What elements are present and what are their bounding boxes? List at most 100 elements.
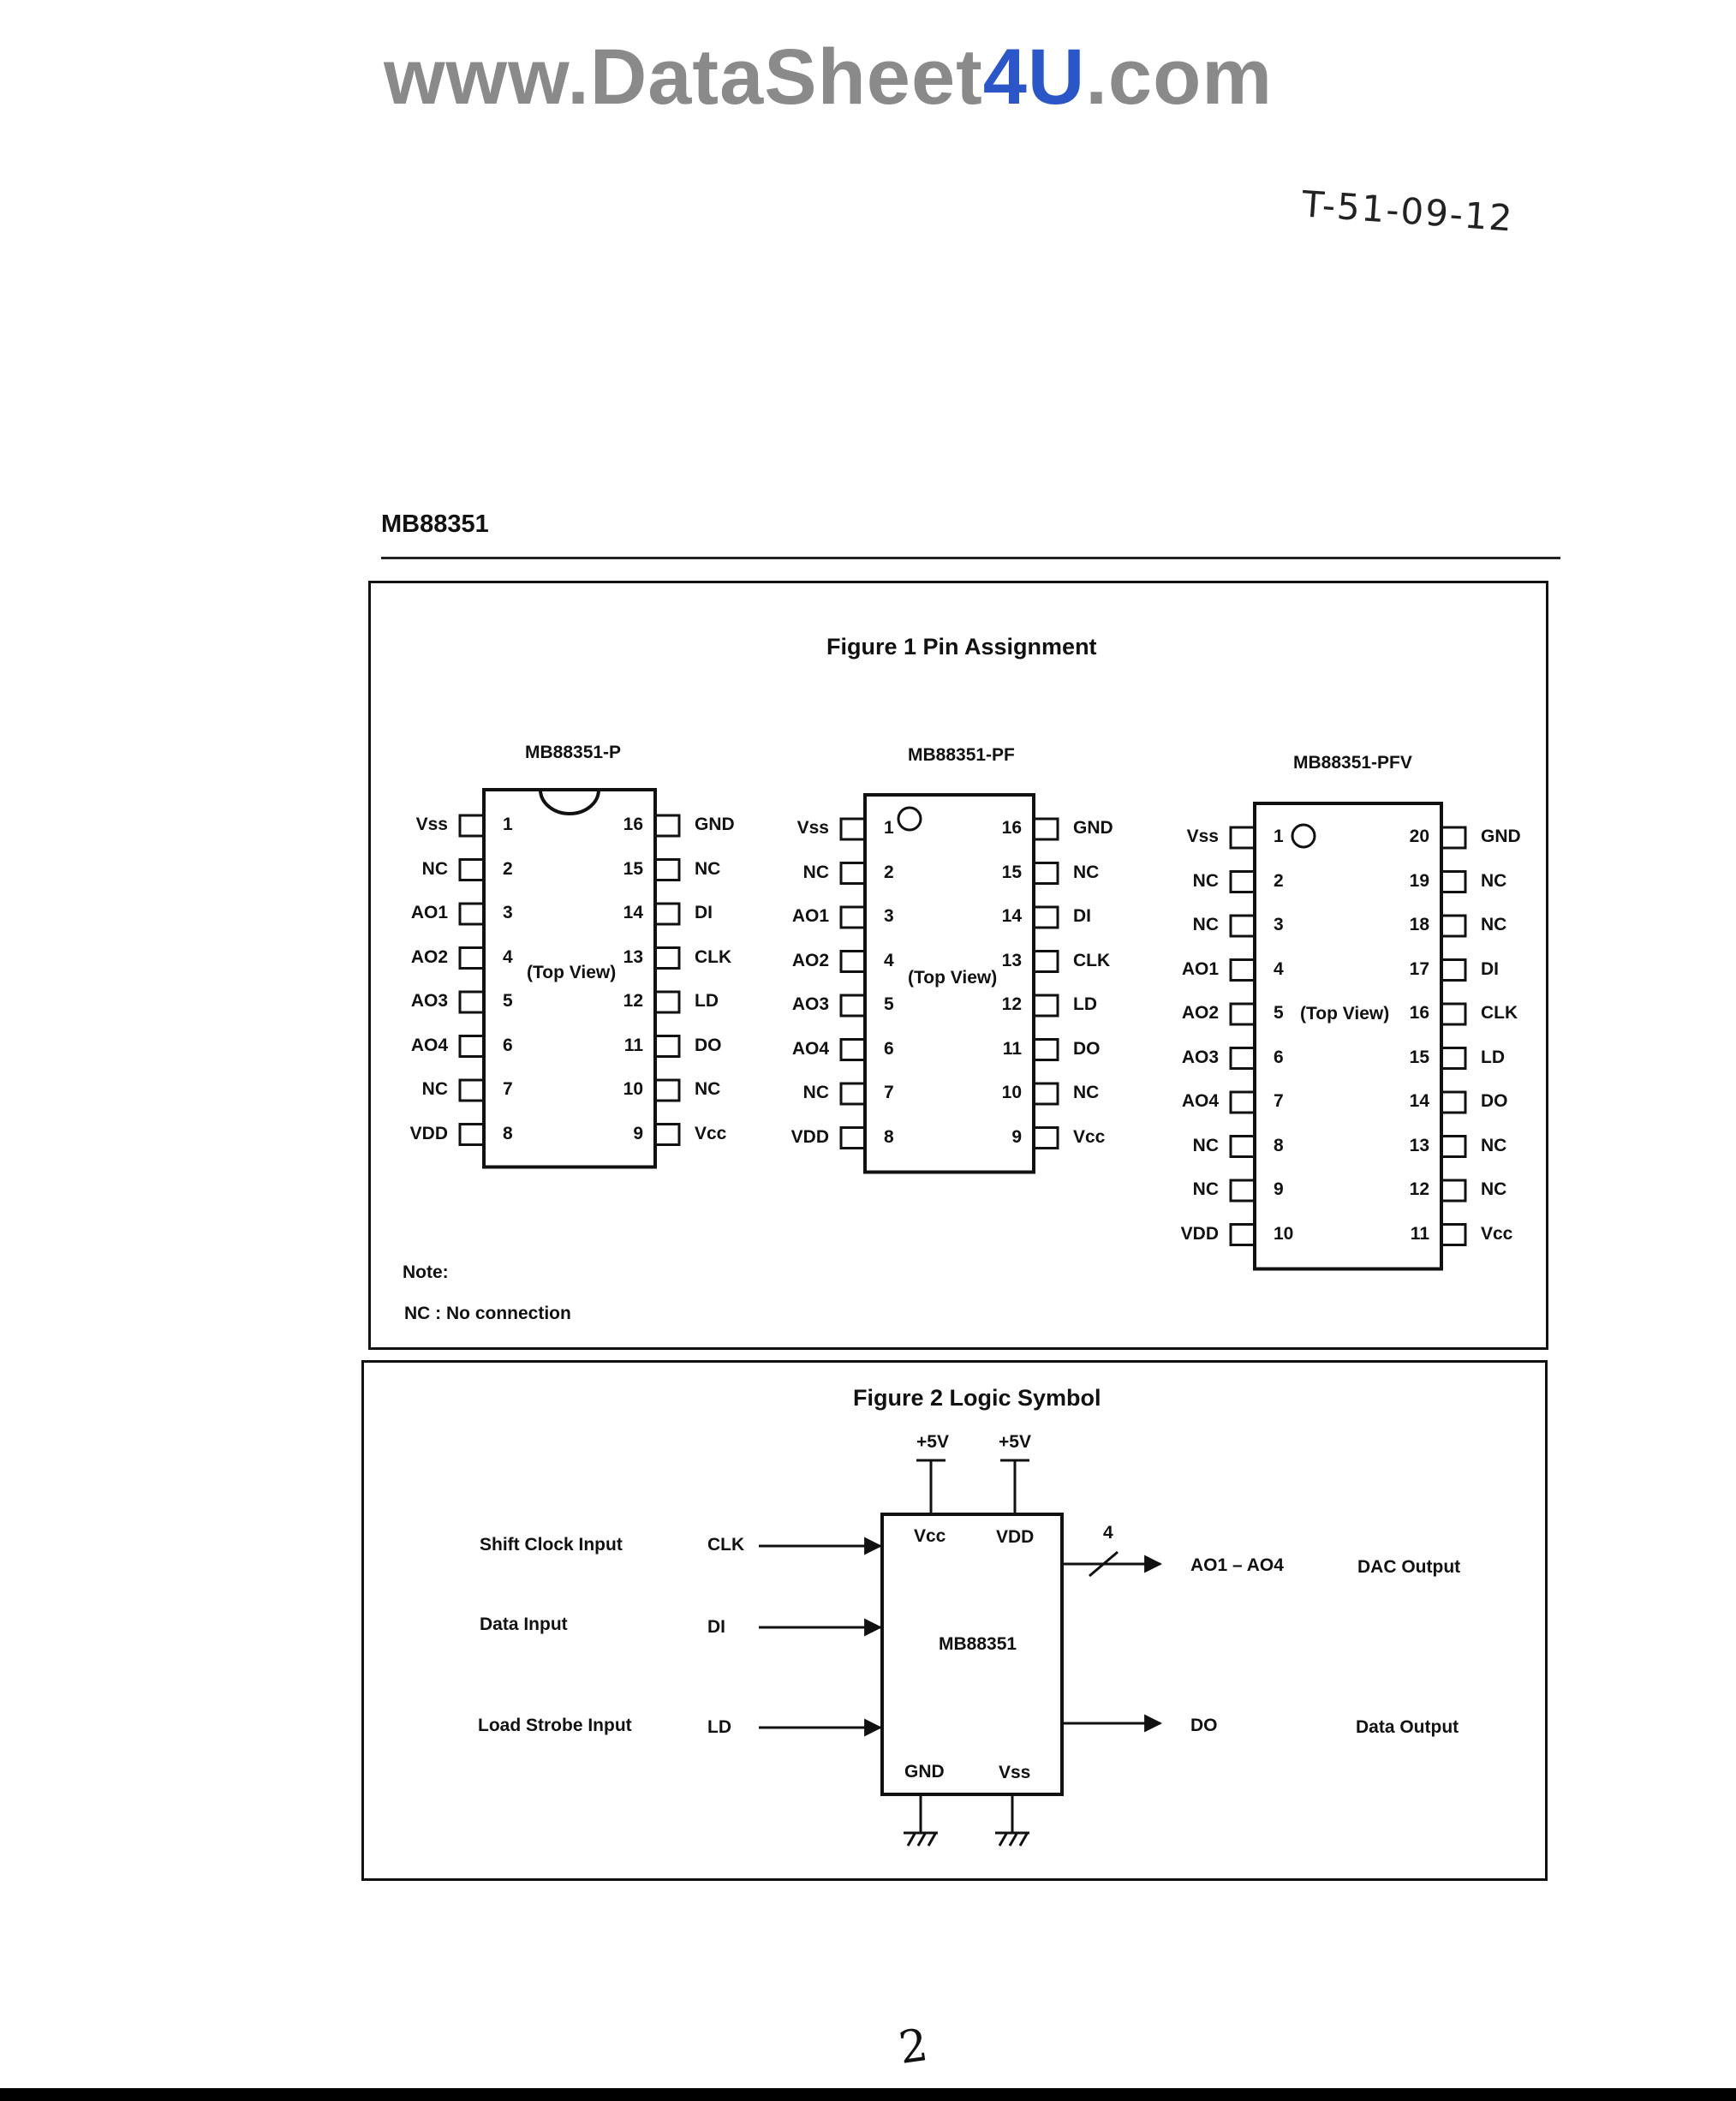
pin-stub <box>1441 870 1467 893</box>
pin-number-right: 16 <box>1409 1003 1429 1023</box>
pin-number-right: 15 <box>623 858 643 879</box>
figure2-frame <box>361 1360 1548 1881</box>
pin-number-left: 1 <box>884 818 894 838</box>
pin-stub <box>1229 826 1255 850</box>
pin-signal-left: VDD <box>1180 1223 1219 1244</box>
pin-signal-right: NC <box>1073 1083 1100 1102</box>
pin-stub <box>839 862 865 885</box>
pin-number-left: 2 <box>884 862 894 882</box>
pin-signal-right: GND <box>1481 827 1521 846</box>
pin-signal-right: LD <box>1073 994 1097 1014</box>
pin-number-right: 10 <box>623 1079 643 1099</box>
pin-stub <box>839 1082 865 1106</box>
pin-stub <box>458 946 484 970</box>
pin-stub <box>655 1035 681 1058</box>
pin-stub <box>1034 950 1059 973</box>
pin-number-right: 15 <box>1409 1047 1429 1067</box>
pin-number-right: 11 <box>623 1035 643 1055</box>
output-desc-dac: DAC Output <box>1357 1557 1461 1577</box>
pin-number-left: 7 <box>503 1079 513 1099</box>
pin-stub <box>1229 870 1255 893</box>
pin-stub <box>458 990 484 1014</box>
pin-stub <box>458 902 484 926</box>
pin-number-left: 5 <box>503 991 513 1011</box>
pin1-marker <box>897 806 922 832</box>
pin-number-right: 14 <box>1001 906 1022 926</box>
pin-stub <box>1229 1135 1255 1158</box>
pin-number-right: 20 <box>1409 827 1429 846</box>
pin-stub <box>1441 1047 1467 1070</box>
pin-stub <box>655 902 681 926</box>
pin-stub <box>1441 914 1467 938</box>
pin-stub <box>1034 1082 1059 1106</box>
bus-slash <box>1089 1550 1119 1578</box>
pin-signal-left: Vss <box>796 818 829 838</box>
pin-signal-left: AO1 <box>791 906 829 926</box>
pin-signal-right: LD <box>1481 1047 1505 1067</box>
pin-stub <box>839 1126 865 1149</box>
pin-number-right: 17 <box>1409 958 1429 979</box>
pin-number-left: 3 <box>884 906 894 926</box>
pin-stub <box>1229 1179 1255 1203</box>
pin-stub <box>655 858 681 881</box>
scan-bottom-edge <box>0 2088 1736 2101</box>
pin-signal-right: NC <box>1481 1135 1507 1155</box>
pin-signal-right: NC <box>695 858 721 879</box>
pin-stub <box>1441 1002 1467 1026</box>
pin-signal-right: DI <box>1481 958 1499 979</box>
pin-number-left: 10 <box>1274 1223 1294 1244</box>
input-pin-ld: LD <box>707 1717 731 1737</box>
pin-stub <box>655 814 681 838</box>
pin-stub <box>1441 958 1467 982</box>
pin-number-left: 4 <box>1274 958 1284 979</box>
pin-number-left: 7 <box>1274 1091 1284 1111</box>
pin-stub <box>839 1038 865 1061</box>
logic-chip-body <box>880 1513 1064 1796</box>
supply-label-2: +5V <box>999 1432 1031 1452</box>
pin-number-right: 9 <box>1011 1126 1022 1147</box>
pin-signal-right: GND <box>695 815 735 834</box>
chip-pin-vdd: VDD <box>996 1527 1035 1547</box>
chip-pin-vss: Vss <box>999 1763 1031 1782</box>
pin-signal-left: AO2 <box>1181 1003 1219 1023</box>
pin-number-right: 9 <box>633 1123 643 1143</box>
pin-signal-left: AO3 <box>410 991 448 1011</box>
package-body-2 <box>1253 802 1443 1271</box>
input-desc-ld: Load Strobe Input <box>478 1716 632 1735</box>
package-name-2: MB88351-PFV <box>1293 753 1412 773</box>
pin-number-left: 1 <box>1274 827 1284 846</box>
pin-number-left: 3 <box>503 903 513 922</box>
pin-stub <box>655 946 681 970</box>
pin-stub <box>1229 1002 1255 1026</box>
gnd-ground-symbol <box>904 1794 938 1847</box>
pin-stub <box>1441 1135 1467 1158</box>
pin1-marker <box>1291 823 1316 849</box>
input-desc-di: Data Input <box>480 1615 568 1634</box>
pin-signal-left: NC <box>1192 1135 1219 1155</box>
input-pin-clk: CLK <box>707 1535 745 1555</box>
pin-number-left: 3 <box>1274 915 1284 934</box>
pin-signal-right: CLK <box>1073 950 1111 970</box>
pin-signal-left: NC <box>1192 1179 1219 1199</box>
pin-signal-right: LD <box>695 991 719 1011</box>
input-pin-di: DI <box>707 1617 725 1637</box>
pin-signal-right: DO <box>1481 1091 1508 1111</box>
pin-number-right: 11 <box>1002 1038 1022 1059</box>
pin-number-right: 15 <box>1001 862 1022 882</box>
pin-signal-left: AO4 <box>1181 1091 1219 1111</box>
pin-signal-left: NC <box>421 1079 448 1099</box>
package-body-1 <box>863 793 1035 1174</box>
pin-signal-right: Vcc <box>1481 1223 1513 1244</box>
pin-stub <box>1441 1090 1467 1114</box>
pin-signal-right: DO <box>1073 1038 1101 1059</box>
pin-signal-right: GND <box>1073 818 1113 838</box>
pin-stub <box>1034 994 1059 1018</box>
pin-signal-left: Vss <box>1186 827 1219 846</box>
pin-stub <box>655 1078 681 1102</box>
pin-number-right: 13 <box>623 946 643 967</box>
pin-number-left: 8 <box>884 1126 894 1147</box>
pin-signal-left: Vss <box>415 815 448 834</box>
pin-stub <box>1229 1047 1255 1070</box>
pin-signal-left: NC <box>1192 915 1219 934</box>
